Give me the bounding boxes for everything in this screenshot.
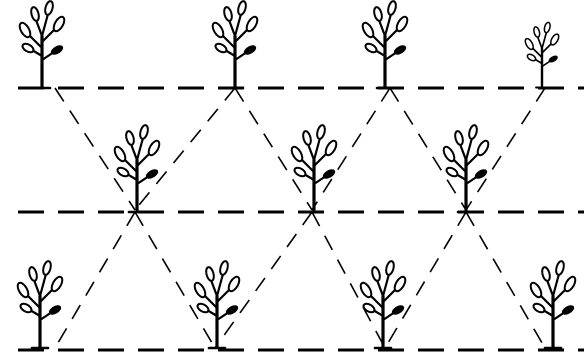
plant-row3-1 xyxy=(16,260,65,348)
plant-row1-2 xyxy=(211,0,260,88)
plant-row3-4 xyxy=(529,260,578,348)
plant-row1-3 xyxy=(361,0,410,88)
plant-row3-3 xyxy=(359,260,408,348)
plant-row2-1 xyxy=(113,124,162,212)
plant-row2-2 xyxy=(290,124,339,212)
plant-row1-1 xyxy=(18,0,67,88)
plant-row1-4 xyxy=(524,22,561,88)
plant-row3-2 xyxy=(193,260,242,348)
plant-row2-3 xyxy=(442,124,491,212)
